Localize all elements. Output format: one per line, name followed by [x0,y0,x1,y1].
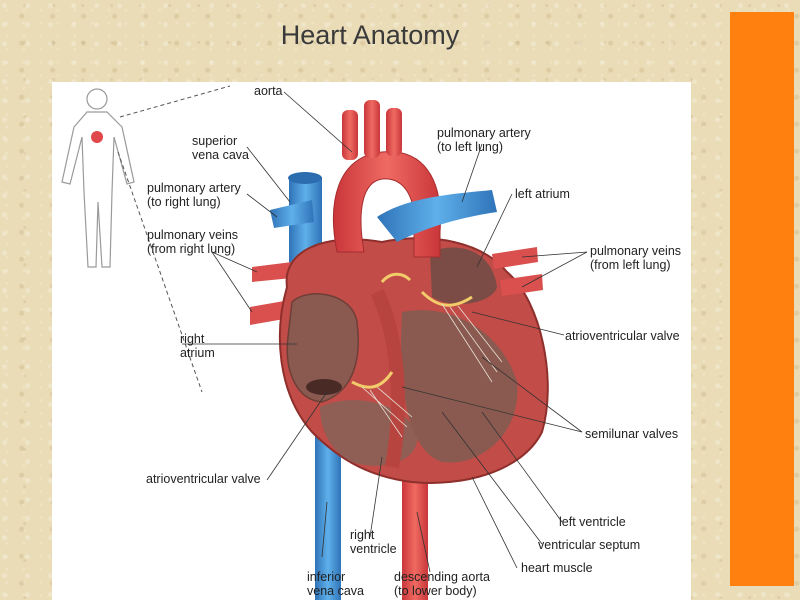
label-inferior-vena-cava: inferior vena cava [307,570,364,598]
label-ventricular-septum: ventricular septum [538,538,641,552]
leader-lines [182,91,588,573]
left-ventricle-chamber [401,310,518,463]
label-pulmonary-veins-left: pulmonary veins (from left lung) [590,244,682,272]
label-av-valve-right: atrioventricular valve [565,329,680,343]
heart-diagram: aorta superior vena cava pulmonary arter… [52,82,691,600]
label-left-ventricle: left ventricle [559,515,626,529]
descending-aorta [402,462,428,600]
label-semilunar-valves: semilunar valves [585,427,679,441]
label-descending-aorta: descending aorta (to lower body) [394,570,490,598]
heart-illustration [61,85,588,600]
label-superior-vena-cava: superior vena cava [192,134,249,162]
accent-bar [730,12,794,586]
body-silhouette [61,88,135,268]
label-pulmonary-artery-right: pulmonary artery (to right lung) [147,181,241,209]
connector-lines [117,85,231,393]
ventricular-septum-wall [370,288,405,469]
label-pulmonary-artery-left: pulmonary artery (to left lung) [437,126,531,154]
label-right-atrium: right atrium [180,332,215,360]
label-aorta: aorta [254,84,283,98]
pulmonary-artery-left [377,190,497,242]
label-right-ventricle: right ventricle [350,528,397,556]
pulmonary-artery-right [270,200,314,228]
label-pulmonary-veins-right: pulmonary veins (from right lung) [147,228,239,256]
right-atrium-chamber [286,293,359,403]
label-left-atrium: left atrium [515,187,570,201]
aorta-arch [332,151,441,258]
slide-title: Heart Anatomy [280,20,460,50]
left-atrium-chamber [430,247,497,305]
label-heart-muscle: heart muscle [521,561,593,575]
label-av-valve-left: atrioventricular valve [146,472,261,486]
pulmonary-vein-right [252,262,292,282]
valves [351,272,473,389]
